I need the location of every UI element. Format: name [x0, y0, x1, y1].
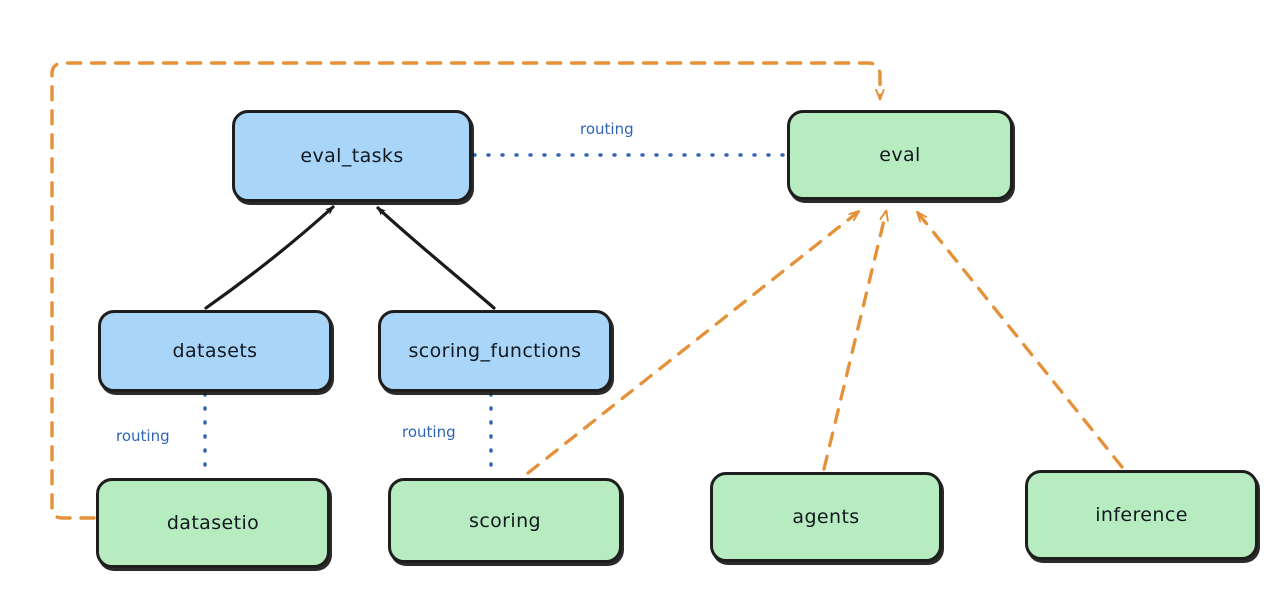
node-label-inference: inference [1095, 504, 1188, 526]
node-datasetio[interactable]: datasetio [96, 478, 330, 568]
edge-scoring-functions-to-eval-tasks [376, 206, 496, 310]
node-inference[interactable]: inference [1025, 470, 1258, 560]
edge-scoring-to-eval [526, 212, 858, 475]
node-scoring[interactable]: scoring [388, 478, 622, 563]
node-eval-tasks[interactable]: eval_tasks [232, 110, 472, 202]
node-scoring-functions[interactable]: scoring_functions [378, 310, 612, 392]
node-eval[interactable]: eval [787, 110, 1013, 200]
edge-inference-to-eval [918, 213, 1124, 469]
node-label-datasets: datasets [172, 340, 258, 362]
node-label-scoring: scoring [469, 509, 541, 532]
edge-label-routing-eval-tasks-eval: routing [577, 120, 637, 138]
edge-datasetio-to-eval [50, 61, 880, 520]
node-label-agents: agents [792, 506, 860, 528]
node-label-eval: eval [879, 144, 921, 166]
node-label-eval-tasks: eval_tasks [300, 145, 404, 167]
edge-datasets-to-eval-tasks [204, 205, 335, 310]
edge-label-routing-scoring-functions-scoring: routing [399, 423, 459, 441]
node-label-datasetio: datasetio [166, 512, 260, 534]
node-datasets[interactable]: datasets [98, 310, 332, 392]
node-agents[interactable]: agents [710, 472, 942, 562]
edge-label-routing-datasets-datasetio: routing [113, 427, 173, 445]
node-label-scoring-functions: scoring_functions [408, 340, 582, 362]
edge-agents-to-eval [822, 212, 886, 471]
